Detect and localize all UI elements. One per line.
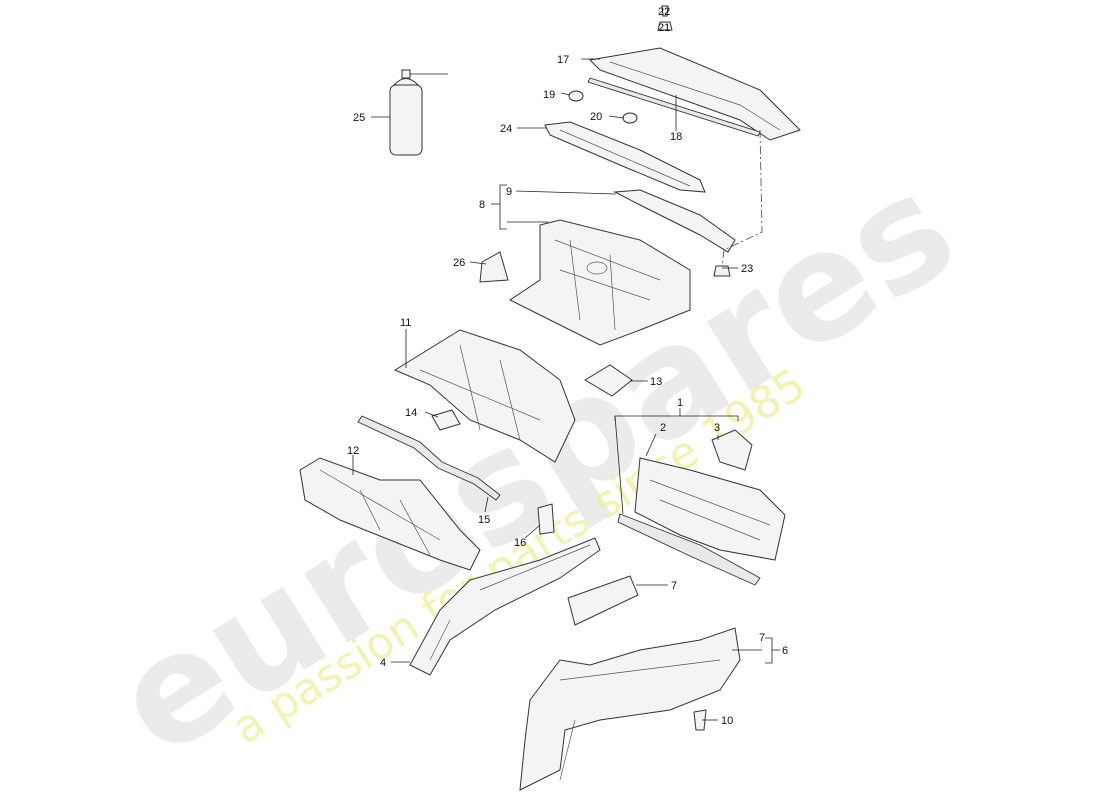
reinforcement-7-part — [567, 575, 639, 626]
callout-19: 19 — [543, 89, 555, 101]
callout-23: 23 — [741, 263, 753, 275]
callout-1: 1 — [677, 397, 683, 409]
callout-16: 16 — [514, 537, 526, 549]
callout-10: 10 — [721, 715, 733, 727]
nut-21-part — [657, 21, 673, 31]
callout-6: 6 — [782, 645, 788, 657]
callout-21: 21 — [658, 22, 670, 34]
rail-1-part — [617, 513, 761, 586]
nut-23-part — [713, 265, 731, 277]
callout-11: 11 — [400, 317, 411, 329]
screw-22-part — [661, 5, 669, 17]
callout-25: 25 — [353, 112, 365, 124]
callout-24: 24 — [500, 123, 512, 135]
callout-26: 26 — [453, 257, 465, 269]
plate-16-part — [537, 503, 555, 535]
callout-14: 14 — [405, 407, 417, 419]
assembly-line — [721, 129, 763, 267]
tube-15-part — [357, 415, 501, 501]
callout-7-upper: 7 — [671, 580, 677, 592]
grommet-20-part — [622, 112, 638, 124]
callout-18: 18 — [670, 131, 682, 143]
callout-20: 20 — [590, 111, 602, 123]
callout-9: 9 — [506, 186, 512, 198]
wheelhouse-6-part — [519, 627, 741, 791]
plate-14-part — [431, 409, 461, 431]
cross-member-24-part — [544, 121, 706, 193]
bracket-13-part — [584, 364, 633, 397]
callout-12: 12 — [347, 445, 359, 457]
rear-shelf-8-part — [509, 219, 691, 346]
callout-7-lower: 7 — [759, 632, 765, 644]
callout-15: 15 — [478, 514, 490, 526]
grommet-19-part — [568, 90, 584, 102]
callout-labels: 22 21 17 19 20 18 25 24 9 8 26 23 11 13 … — [347, 6, 788, 727]
leader-lines — [352, 58, 780, 721]
reinforcement-9-part — [613, 189, 736, 253]
floor-panel-11-part — [393, 329, 576, 463]
bracket-3-part — [711, 429, 753, 471]
clip-10-part — [693, 709, 707, 731]
longitudinal-member-4-part — [409, 537, 601, 676]
rear-spoiler-part — [588, 47, 801, 141]
callout-13: 13 — [650, 376, 662, 388]
callout-8: 8 — [479, 199, 485, 211]
spray-can-part — [389, 69, 448, 156]
callout-17: 17 — [557, 54, 569, 66]
bracket-26-part — [479, 251, 509, 283]
callout-3: 3 — [714, 422, 720, 434]
rear-panel-2-part — [634, 457, 786, 561]
callout-22: 22 — [658, 6, 670, 18]
callout-2: 2 — [660, 422, 666, 434]
side-member-12-part — [299, 457, 481, 571]
callout-4: 4 — [380, 657, 386, 669]
seal-strip-part — [587, 77, 761, 137]
